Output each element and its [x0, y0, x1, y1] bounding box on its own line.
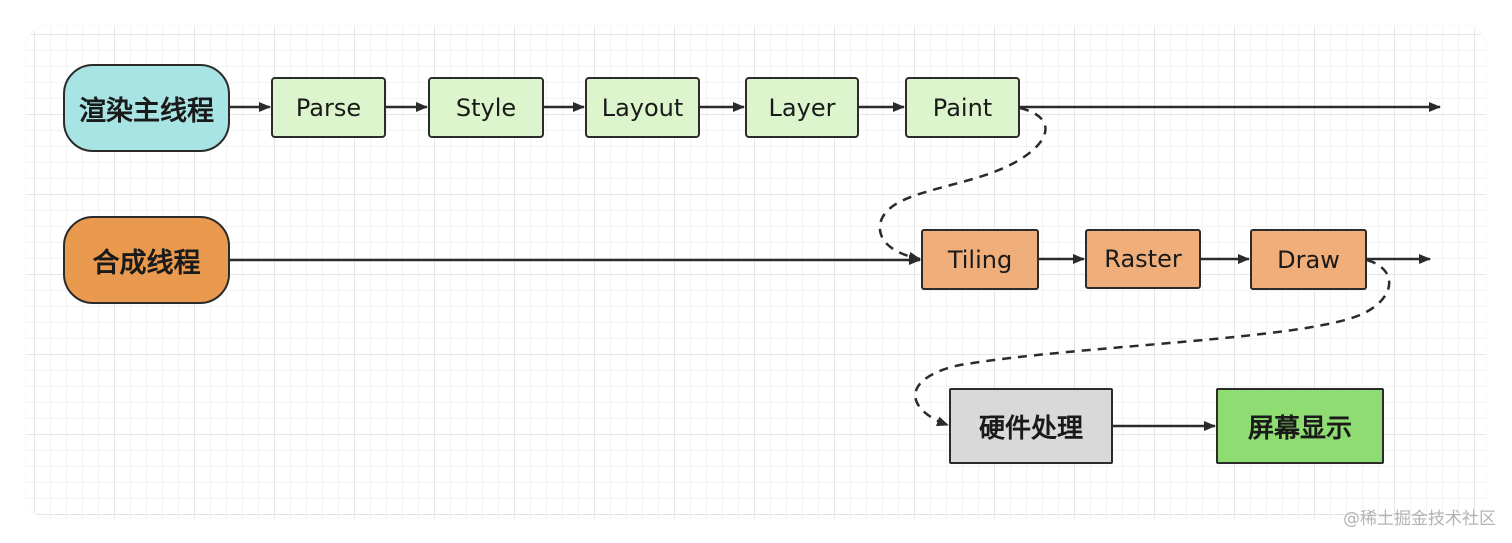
step-hardware-processing: 硬件处理 — [949, 388, 1113, 464]
compositor-thread-label: 合成线程 — [63, 216, 230, 304]
step-parse: Parse — [271, 77, 386, 138]
dashed-paint-to-tiling — [878, 106, 1047, 262]
dashed-draw-to-hardware — [914, 258, 1391, 427]
render-main-thread-label: 渲染主线程 — [63, 64, 230, 152]
step-raster: Raster — [1085, 229, 1201, 289]
step-layer: Layer — [745, 77, 859, 138]
step-layout: Layout — [585, 77, 700, 138]
step-tiling: Tiling — [921, 229, 1039, 290]
step-draw: Draw — [1250, 229, 1367, 290]
step-screen-display: 屏幕显示 — [1216, 388, 1384, 464]
step-paint: Paint — [905, 77, 1020, 138]
watermark: @稀土掘金技术社区 — [1343, 509, 1496, 529]
step-style: Style — [428, 77, 544, 138]
